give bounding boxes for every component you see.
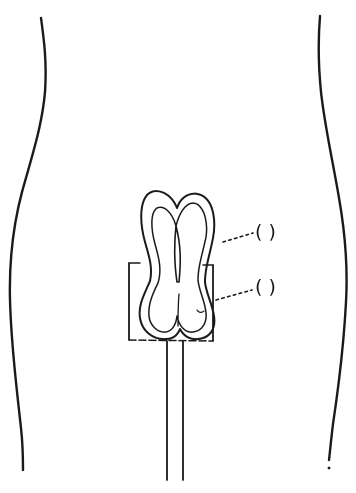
torso-right-dot: [328, 467, 331, 470]
label-lower: ( ): [255, 276, 276, 298]
label-upper: ( ): [255, 221, 276, 243]
drainage-tube: [167, 341, 183, 480]
torso-left-outline: [10, 18, 46, 470]
torso-right-outline: [319, 16, 347, 460]
leader-line-upper: [223, 233, 253, 242]
leader-lines: [216, 233, 253, 300]
leader-line-lower: [216, 290, 252, 300]
